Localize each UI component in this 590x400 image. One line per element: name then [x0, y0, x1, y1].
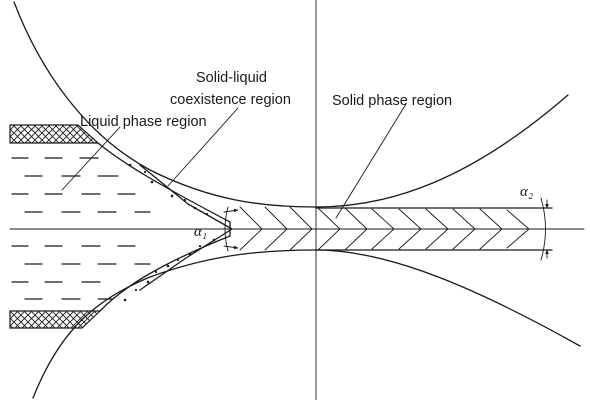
label-solid-phase-region: Solid phase region [332, 93, 452, 109]
label-coexistence-line1: Solid-liquid [196, 70, 267, 86]
mushy-zone-dots [123, 163, 216, 302]
alpha1-arc [224, 206, 229, 252]
lower-roll [32, 249, 581, 399]
solid-strip-chevrons [239, 206, 530, 251]
label-coexistence-line2: coexistence region [170, 92, 291, 108]
leader-liquid [61, 126, 121, 191]
label-alpha2: α₂ [520, 184, 533, 200]
leader-coexist [167, 107, 239, 187]
mushy-zone-inner-front [139, 164, 233, 291]
leader-solid [335, 103, 407, 219]
alpha2-arc [540, 197, 546, 261]
solidification-front [97, 142, 231, 312]
label-alpha1: α₁ [194, 224, 207, 240]
nozzle-lower [9, 310, 102, 329]
liquid-dashes [11, 157, 151, 300]
upper-roll [13, 1, 569, 208]
label-liquid-phase-region: Liquid phase region [80, 114, 207, 130]
